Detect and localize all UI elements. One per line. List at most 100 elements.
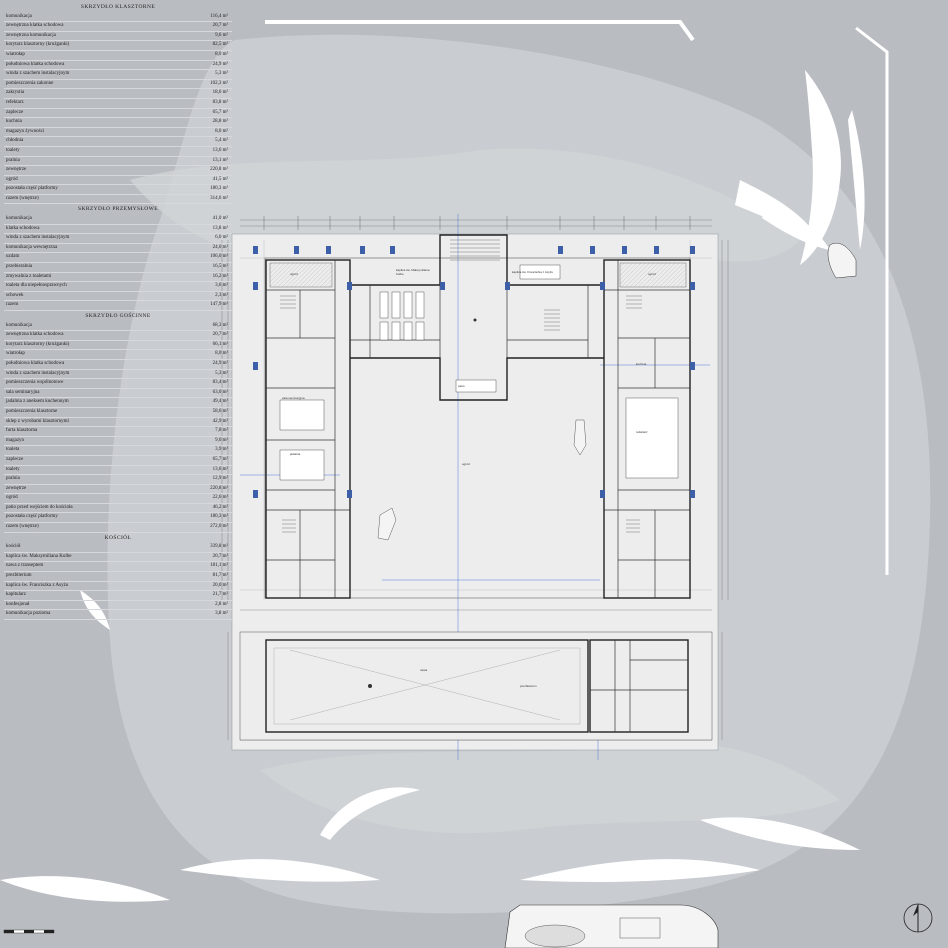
legend-section-title: SKRZYDŁO KLASZTORNE	[80, 4, 156, 10]
legend-room-area: 9,6 m²	[215, 32, 228, 38]
legend-room-area: 58,6 m²	[212, 408, 228, 414]
legend-room-area: 24,9 m²	[212, 360, 228, 366]
legend-room-area: 41,5 m²	[212, 176, 228, 182]
legend-room-name: ogród	[6, 495, 18, 501]
legend-room-name: korytarz klasztorny (krużganki)	[6, 341, 70, 347]
legend-room-name: sklep z wyrobami klasztornymi	[6, 418, 69, 424]
legend-room-name: południowa klatka schodowa	[6, 61, 65, 67]
legend-room-area: 339,8 m²	[210, 544, 228, 550]
room-label-garden-west: ogród	[290, 272, 298, 276]
legend-room-area: 220,8 m²	[210, 167, 228, 173]
legend-room-name: korytarz klasztorny (krużganki)	[6, 42, 70, 48]
legend-room-area: 13,1 m²	[212, 157, 228, 163]
legend-room-name: zmywalnia z toaletami	[6, 273, 52, 279]
legend-room-area: 16,5 m²	[212, 264, 228, 270]
room-label-dining: jadalnia	[290, 452, 301, 456]
legend-room-name: uzdatn	[6, 254, 20, 260]
ship-icon	[504, 904, 719, 948]
legend-room-name: pozostała część platformy	[6, 186, 58, 192]
legend-room-area: 41,0 m²	[212, 216, 228, 222]
legend-room-name: furta klasztorna	[6, 428, 38, 434]
legend-section-title: KOŚCIÓŁ	[104, 534, 132, 541]
legend-room-area: 46,2 m²	[212, 504, 228, 510]
legend-room-name: chłodnia	[6, 138, 24, 144]
legend-room-area: 20,7 m²	[212, 332, 228, 338]
legend-room-area: 116,4 m²	[210, 13, 228, 19]
legend-room-name: komunikacja	[6, 13, 32, 19]
legend-room-name: kuchnia	[6, 119, 22, 125]
legend-room-area: 20,0 m²	[212, 582, 228, 588]
legend-room-area: 65,7 m²	[212, 456, 228, 462]
legend-room-name: kaplica św. Franciszka z Asyżu	[6, 582, 69, 588]
legend-row: toalety 13,6 m²	[4, 466, 232, 476]
legend-room-name: pralnia	[6, 476, 20, 482]
room-label-chapel-kolbe: kaplica św. Maksymiliana Kolbe	[396, 268, 430, 276]
room-label-refectory: refektarz	[636, 430, 648, 434]
legend-room-name: sala seminaryjna	[6, 389, 40, 395]
legend-room-area: 66,1 m²	[212, 341, 228, 347]
legend-room-area: 12,9 m²	[212, 476, 228, 482]
legend-room-name: pomieszczenia zakonne	[6, 80, 54, 86]
legend-room-name: winda z szachem instalacyjnym	[6, 370, 70, 376]
legend-room-area: 314,6 m²	[210, 195, 228, 201]
legend-room-name: winda z szachem instalacyjnym	[6, 235, 70, 241]
legend-room-area: 272,0 m²	[210, 524, 228, 530]
legend-room-area: 18,6 m²	[212, 90, 228, 96]
legend-room-name: toaleta	[6, 447, 20, 453]
legend-room-area: 68,3 m²	[212, 322, 228, 328]
legend-room-name: zewnętrze	[6, 485, 27, 491]
room-label-nave: nawa	[420, 668, 428, 672]
legend-room-area: 20,7 m²	[212, 553, 228, 559]
legend-room-area: 180,3 m²	[210, 514, 228, 520]
legend-room-name: toalety	[6, 147, 20, 153]
legend-room-name: toalety	[6, 466, 20, 472]
legend-room-area: 49,4 m²	[212, 399, 228, 405]
legend-room-name: klatka schodowa	[6, 225, 40, 231]
legend-room-name: toaleta dla niepełnosprawnych	[6, 283, 67, 289]
legend-room-area: 24,9 m²	[212, 61, 228, 67]
legend-room-name: konfesjonał	[6, 601, 30, 607]
legend-row: razem (wnętrze)272,0 m²	[4, 523, 232, 533]
legend-room-area: 102,3 m²	[210, 80, 228, 86]
legend-row: pomieszczenia zakonne 102,3 m²	[4, 80, 232, 90]
legend-room-name: zewnętrze	[6, 167, 27, 173]
legend-row: południowa klatka schodowa 24,9 m²	[4, 61, 232, 71]
legend-room-area: 3,6 m²	[215, 283, 228, 289]
legend-room-area: 82,5 m²	[212, 42, 228, 48]
legend-room-area: 21,7 m²	[212, 592, 228, 598]
legend-room-name: zewnętrzna komunikacja	[6, 32, 56, 38]
legend-room-area: 8,0 m²	[215, 51, 228, 57]
legend-room-name: południowa klatka schodowa	[6, 360, 65, 366]
legend-row: toaleta dla niepełnosprawnych 3,6 m²	[4, 282, 232, 292]
legend-room-area: 13,6 m²	[212, 466, 228, 472]
legend-row: zewnętrze 220,8 m²	[4, 166, 232, 176]
room-label-patio: patio	[458, 384, 465, 388]
legend-row: toalety 13,6 m²	[4, 147, 232, 157]
legend-room-name: schowek	[6, 292, 24, 298]
legend-row: pralnia 12,9 m²	[4, 475, 232, 485]
legend-room-area: 13,6 m²	[212, 147, 228, 153]
